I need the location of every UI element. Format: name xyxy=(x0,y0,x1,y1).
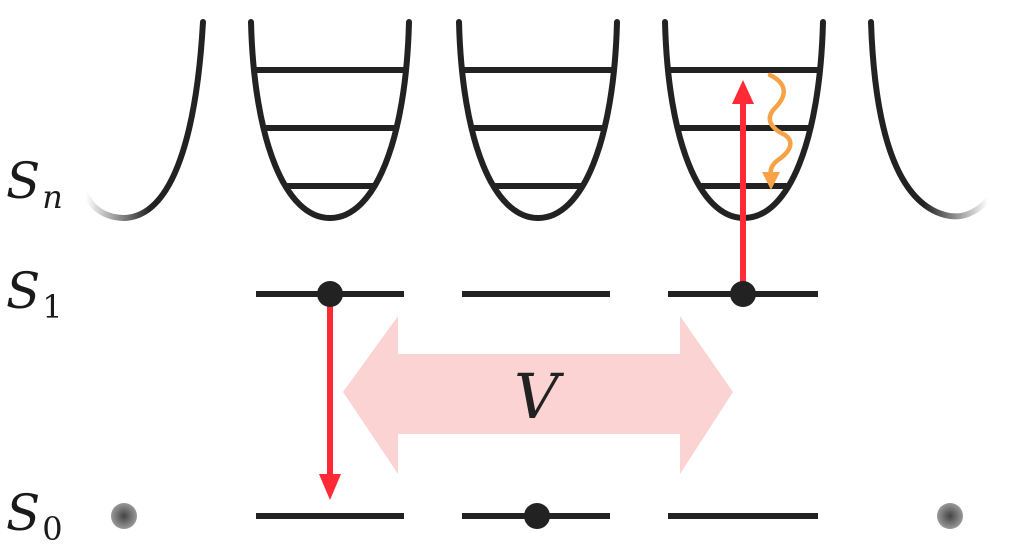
s0-dot-2 xyxy=(524,503,550,529)
coupling-double-arrow-icon xyxy=(343,316,733,474)
state-label-s0: S0 xyxy=(6,484,63,548)
s1-dot-1 xyxy=(317,281,343,307)
s0-dot-4 xyxy=(937,503,963,529)
sn-wells xyxy=(81,19,993,222)
s1-dot-3 xyxy=(730,281,756,307)
state-label-s1: S1 xyxy=(6,262,63,326)
well-0 xyxy=(81,19,206,222)
well-2 xyxy=(456,19,620,222)
state-label-sn: Sn xyxy=(6,152,63,216)
s0-dot-0 xyxy=(111,503,137,529)
population-dots xyxy=(111,281,963,529)
coupling-label: V xyxy=(514,360,565,433)
excitation-arrow-icon xyxy=(732,80,754,290)
well-1 xyxy=(248,19,412,222)
relaxation-wavy-arrow-icon xyxy=(762,72,793,190)
well-4 xyxy=(868,19,993,220)
emission-arrow-icon xyxy=(319,296,341,500)
